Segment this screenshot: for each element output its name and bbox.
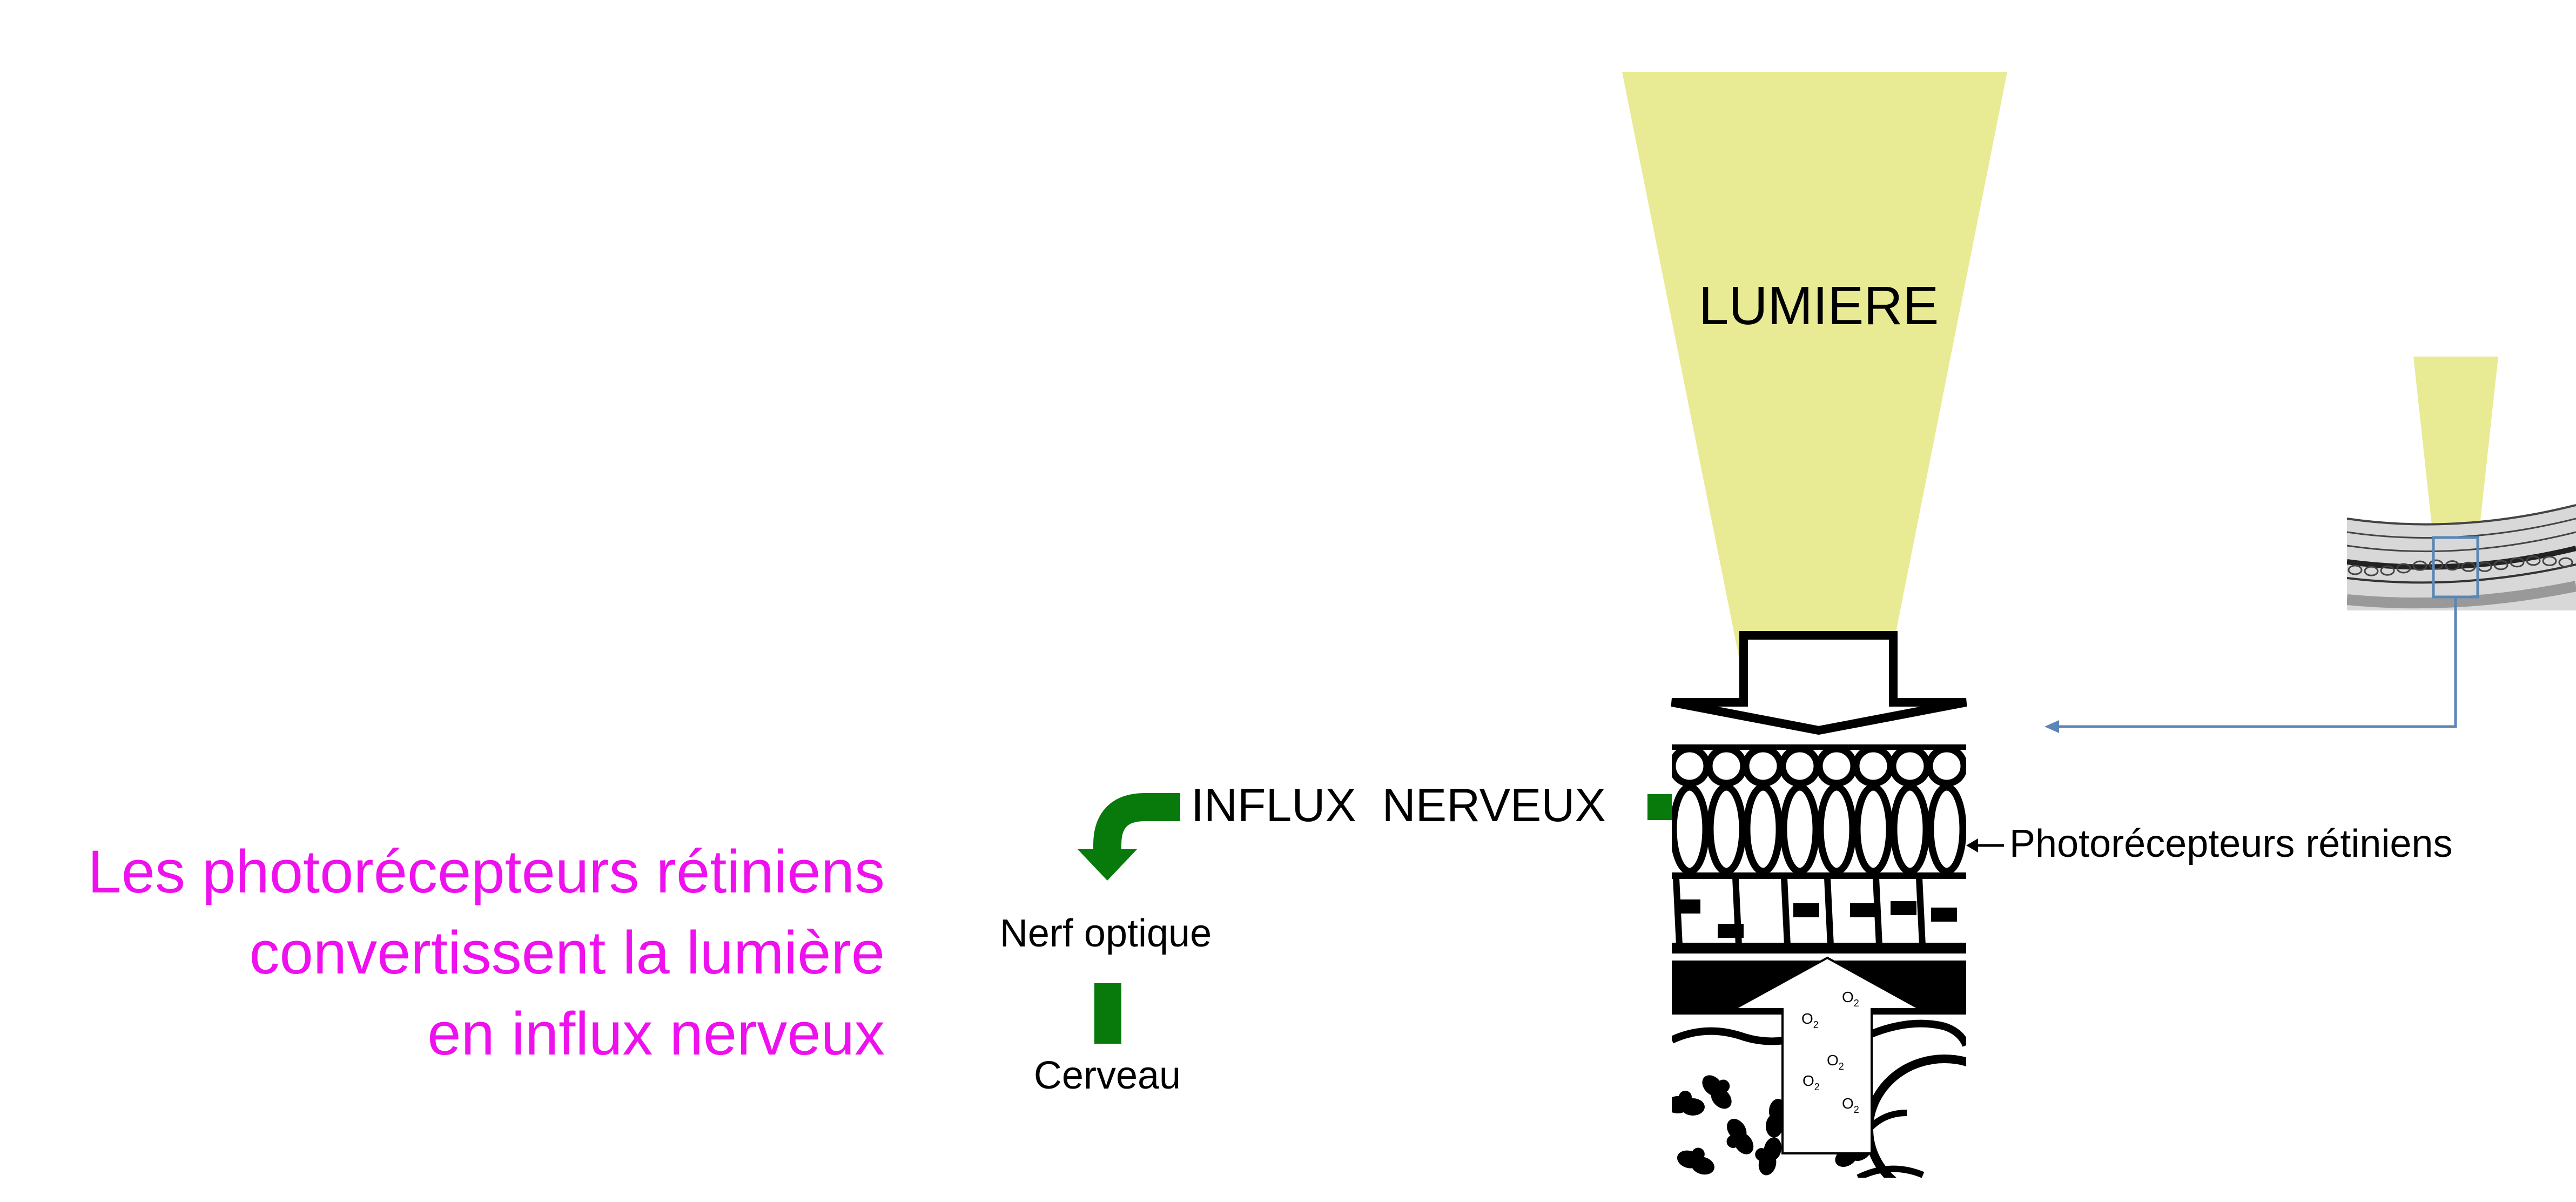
photoreceptor-cells (1672, 783, 1966, 875)
light-beam (1622, 72, 2007, 659)
caption-line-3: en influx nerveux (427, 1000, 885, 1067)
photoreceptor-discs (1672, 744, 1966, 787)
nerve-connector (1647, 794, 1672, 820)
caption-line-1: Les photorécepteurs rétiniens (88, 838, 885, 905)
down-arrow (1671, 631, 1967, 735)
light-label: LUMIERE (1699, 276, 1939, 336)
thumbnail-light-beam (2413, 357, 2498, 540)
curved-arrow (1078, 793, 1180, 881)
nucleus-layer (1673, 877, 1957, 946)
retina-thumbnail (2044, 357, 2576, 733)
thumbnail-pointer-head (2044, 720, 2059, 733)
caption-line-2: convertissent la lumière (250, 919, 885, 986)
nerve-signal-label: INFLUX NERVEUX (1191, 780, 1606, 831)
photoreceptors-label: Photorécepteurs rétiniens (2009, 822, 2452, 865)
photoreceptor-pointer-head (1966, 838, 1978, 852)
brain-label: Cerveau (1034, 1054, 1181, 1097)
optic-nerve-label: Nerf optique (1000, 912, 1212, 955)
up-arrow (1733, 956, 1921, 1154)
optic-nerve-bar (1094, 983, 1121, 1044)
thumbnail-pointer-line (2055, 597, 2457, 728)
